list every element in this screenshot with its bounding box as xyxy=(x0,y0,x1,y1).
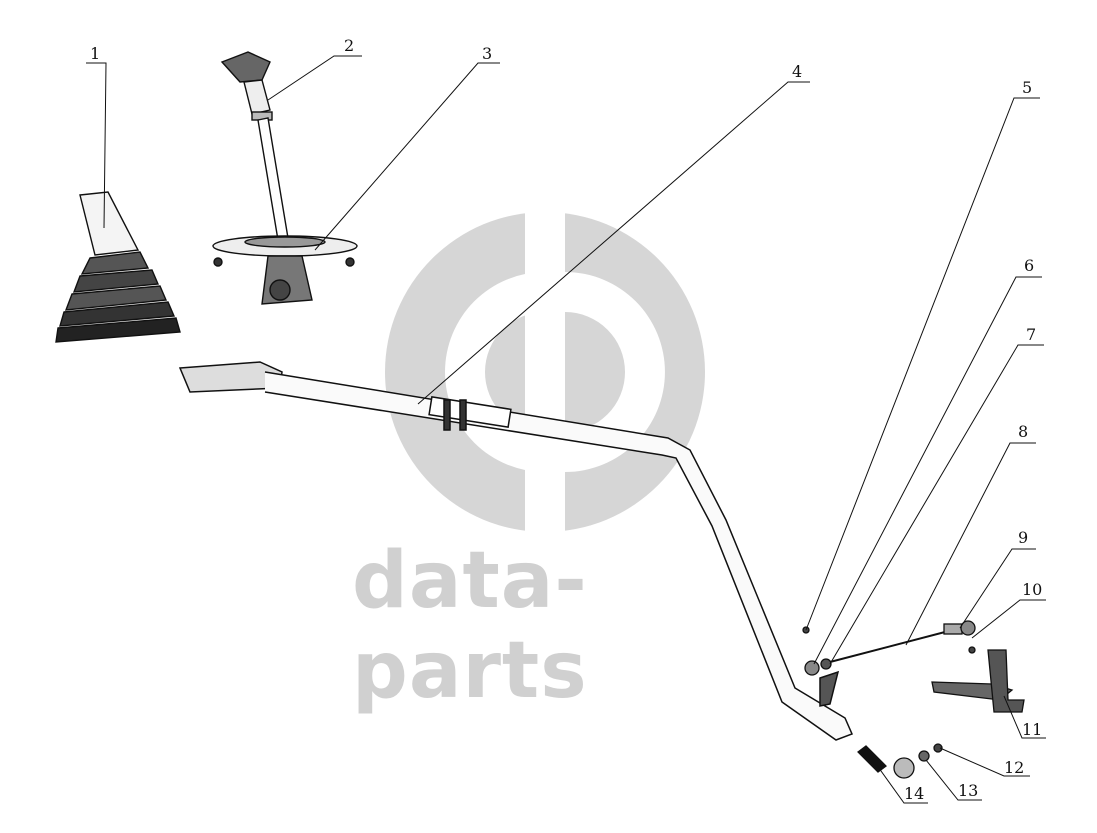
part-1-boot xyxy=(55,191,181,343)
callout-3: 3 xyxy=(482,44,493,63)
callout-6: 6 xyxy=(1024,256,1035,275)
watermark-logo xyxy=(385,210,705,535)
callout-11: 11 xyxy=(1022,720,1043,739)
callout-10: 10 xyxy=(1022,580,1043,599)
leader-lines xyxy=(86,55,1046,804)
part-3-base xyxy=(212,235,358,305)
callout-13: 13 xyxy=(958,781,979,800)
part-2-lever xyxy=(220,51,289,241)
callout-8: 8 xyxy=(1018,422,1029,441)
watermark-text: data-parts xyxy=(352,536,588,716)
callout-9: 9 xyxy=(1018,528,1029,547)
parts-5-10-linkage xyxy=(802,620,976,676)
part-4-rod xyxy=(178,361,854,741)
callout-12: 12 xyxy=(1004,758,1025,777)
part-11-bracket xyxy=(931,649,1025,713)
callout-14: 14 xyxy=(904,784,925,803)
callout-5: 5 xyxy=(1022,78,1033,97)
callout-2: 2 xyxy=(344,36,355,55)
callout-4: 4 xyxy=(792,62,803,81)
callout-1: 1 xyxy=(90,44,101,63)
parts-12-14 xyxy=(857,743,943,779)
callout-7: 7 xyxy=(1026,325,1037,344)
